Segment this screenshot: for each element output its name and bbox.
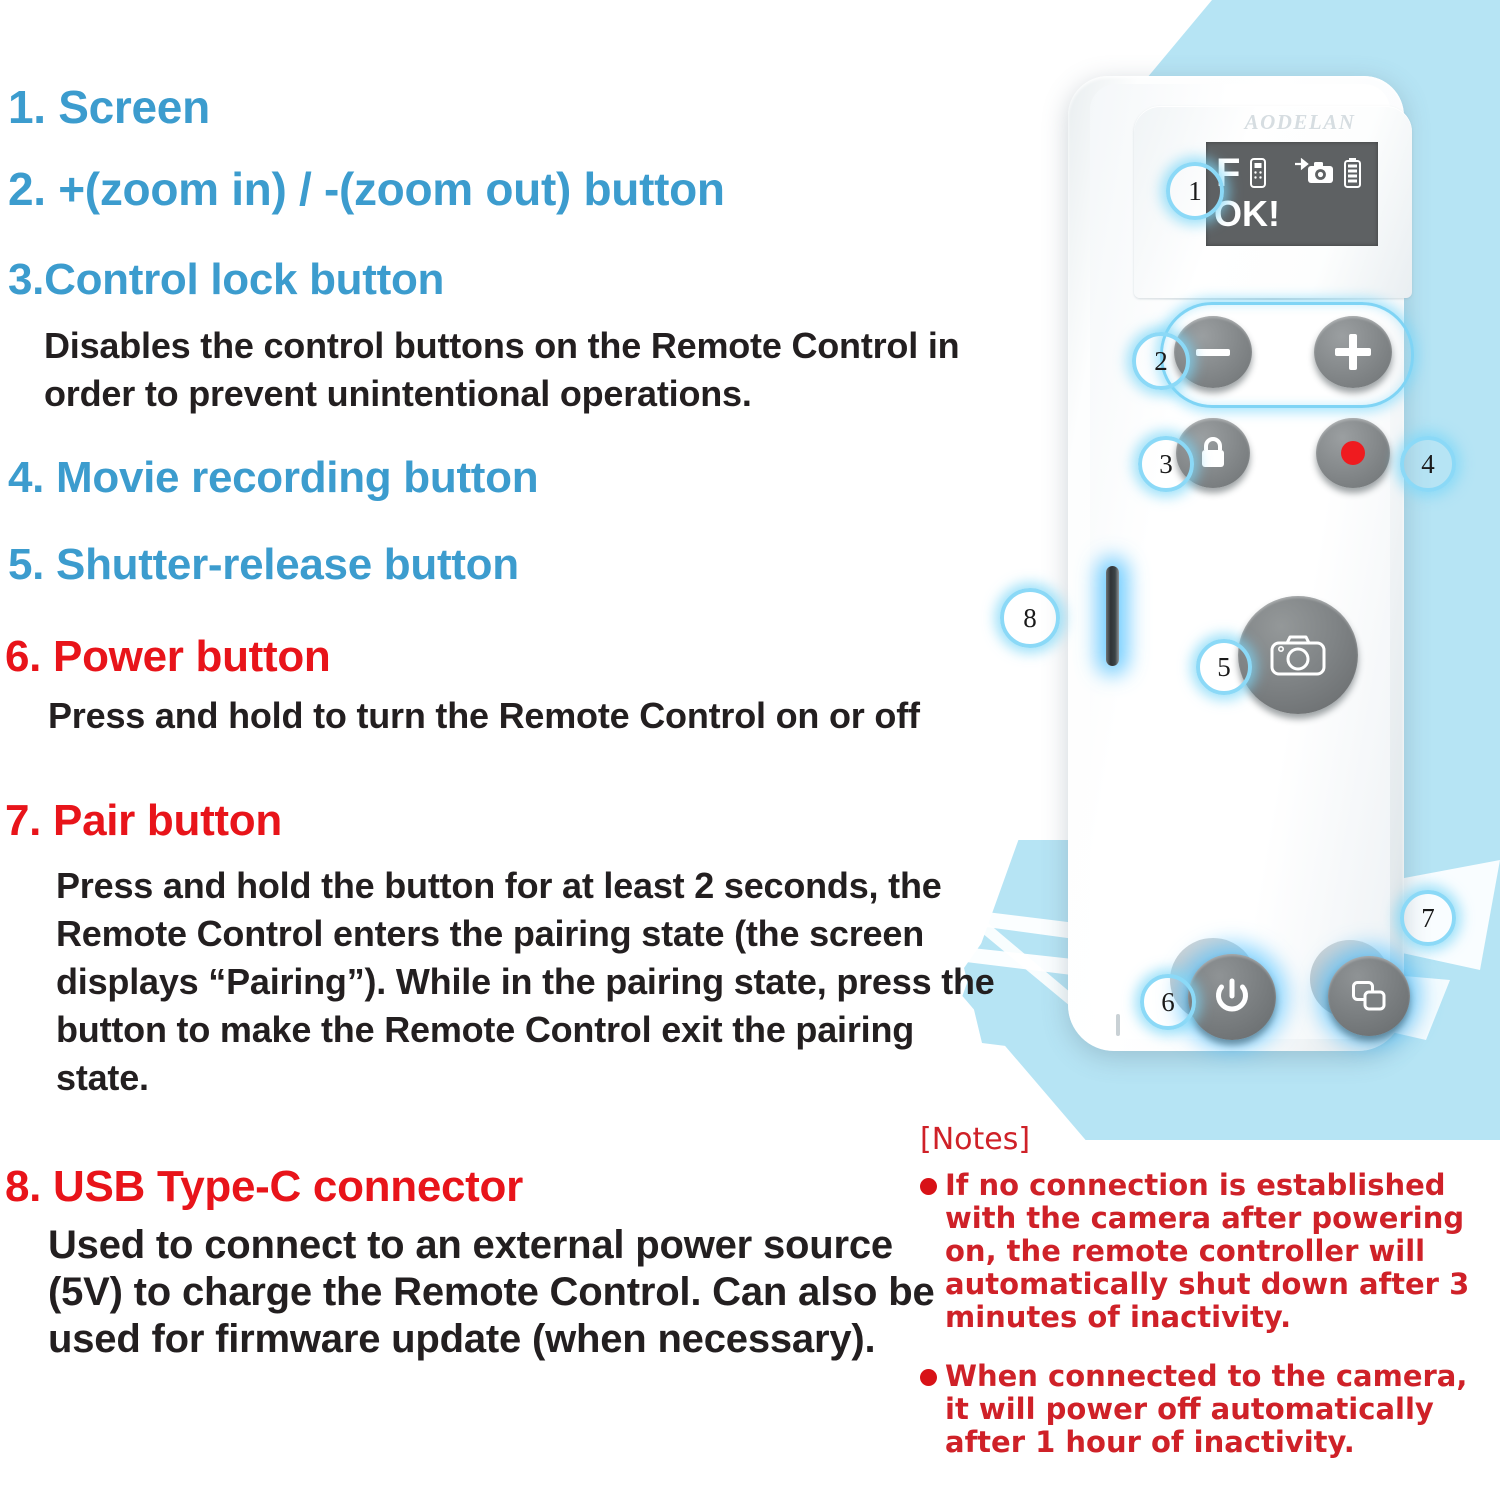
callout-3: 3 [1138, 436, 1194, 492]
camera-link-icon [1295, 158, 1334, 183]
note-item: If no connection is established with the… [920, 1168, 1500, 1335]
brand-logo: AODELAN [1244, 110, 1356, 134]
callout-2: 2 [1132, 332, 1190, 390]
sailboat-decoration-icon [958, 850, 1102, 1058]
remote-face-panel: AODELAN F [1090, 84, 1456, 1040]
item-5-heading: 5. Shutter-release button [8, 540, 519, 589]
item-8-body: Used to connect to an external power sou… [48, 1223, 935, 1362]
callout-7: 7 [1400, 890, 1456, 946]
item-6-body: Press and hold to turn the Remote Contro… [48, 695, 920, 736]
minus-icon [1196, 348, 1230, 356]
item-7-body: Press and hold the button for at least 2… [56, 865, 995, 1098]
movie-record-button[interactable] [1316, 418, 1390, 488]
plate-divider [1134, 298, 1412, 300]
pair-button[interactable] [1328, 956, 1410, 1036]
bullet-icon [920, 1369, 937, 1387]
callout-5: 5 [1196, 639, 1252, 695]
remote-control-device: AODELAN F [1000, 68, 1456, 1058]
record-dot-icon [1341, 441, 1365, 465]
lcd-screen: F [1206, 142, 1378, 246]
notes-section: [Notes] If no connection is established … [920, 1122, 1500, 1485]
item-2-heading: 2. +(zoom in) / -(zoom out) button [8, 163, 725, 215]
note-text: When connected to the camera, it will po… [945, 1359, 1468, 1460]
notes-title: [Notes] [920, 1122, 1031, 1157]
item-7-heading: 7. Pair button [5, 796, 282, 845]
battery-full-icon [1344, 158, 1362, 188]
item-3-heading: 3.Control lock button [8, 255, 445, 304]
zoom-in-button[interactable] [1314, 316, 1392, 388]
screen-status-text: OK! [1214, 193, 1280, 234]
screen-status-row: F [1216, 147, 1370, 199]
pair-link-icon [1352, 981, 1386, 1011]
callout-4: 4 [1400, 436, 1456, 492]
item-1-heading: 1. Screen [8, 81, 210, 133]
side-notch [1116, 1014, 1120, 1036]
camera-icon [1270, 635, 1326, 676]
callout-8: 8 [1000, 588, 1060, 648]
plus-icon [1335, 334, 1371, 370]
usb-type-c-connector[interactable] [1106, 566, 1119, 666]
callout-1: 1 [1166, 162, 1224, 220]
bullet-icon [920, 1178, 937, 1195]
shutter-release-button[interactable] [1238, 596, 1358, 714]
item-4-heading: 4. Movie recording button [8, 453, 539, 502]
lock-icon [1202, 437, 1224, 467]
callout-6: 6 [1140, 974, 1196, 1030]
item-6-heading: 6. Power button [5, 632, 331, 681]
power-icon [1216, 978, 1248, 1012]
remote-device-icon [1250, 158, 1267, 188]
note-text: If no connection is established with the… [945, 1168, 1470, 1335]
item-8-heading: 8. USB Type-C connector [5, 1162, 523, 1211]
note-item: When connected to the camera, it will po… [920, 1360, 1500, 1459]
item-3-body: Disables the control buttons on the Remo… [44, 325, 960, 414]
power-button[interactable] [1188, 954, 1276, 1040]
